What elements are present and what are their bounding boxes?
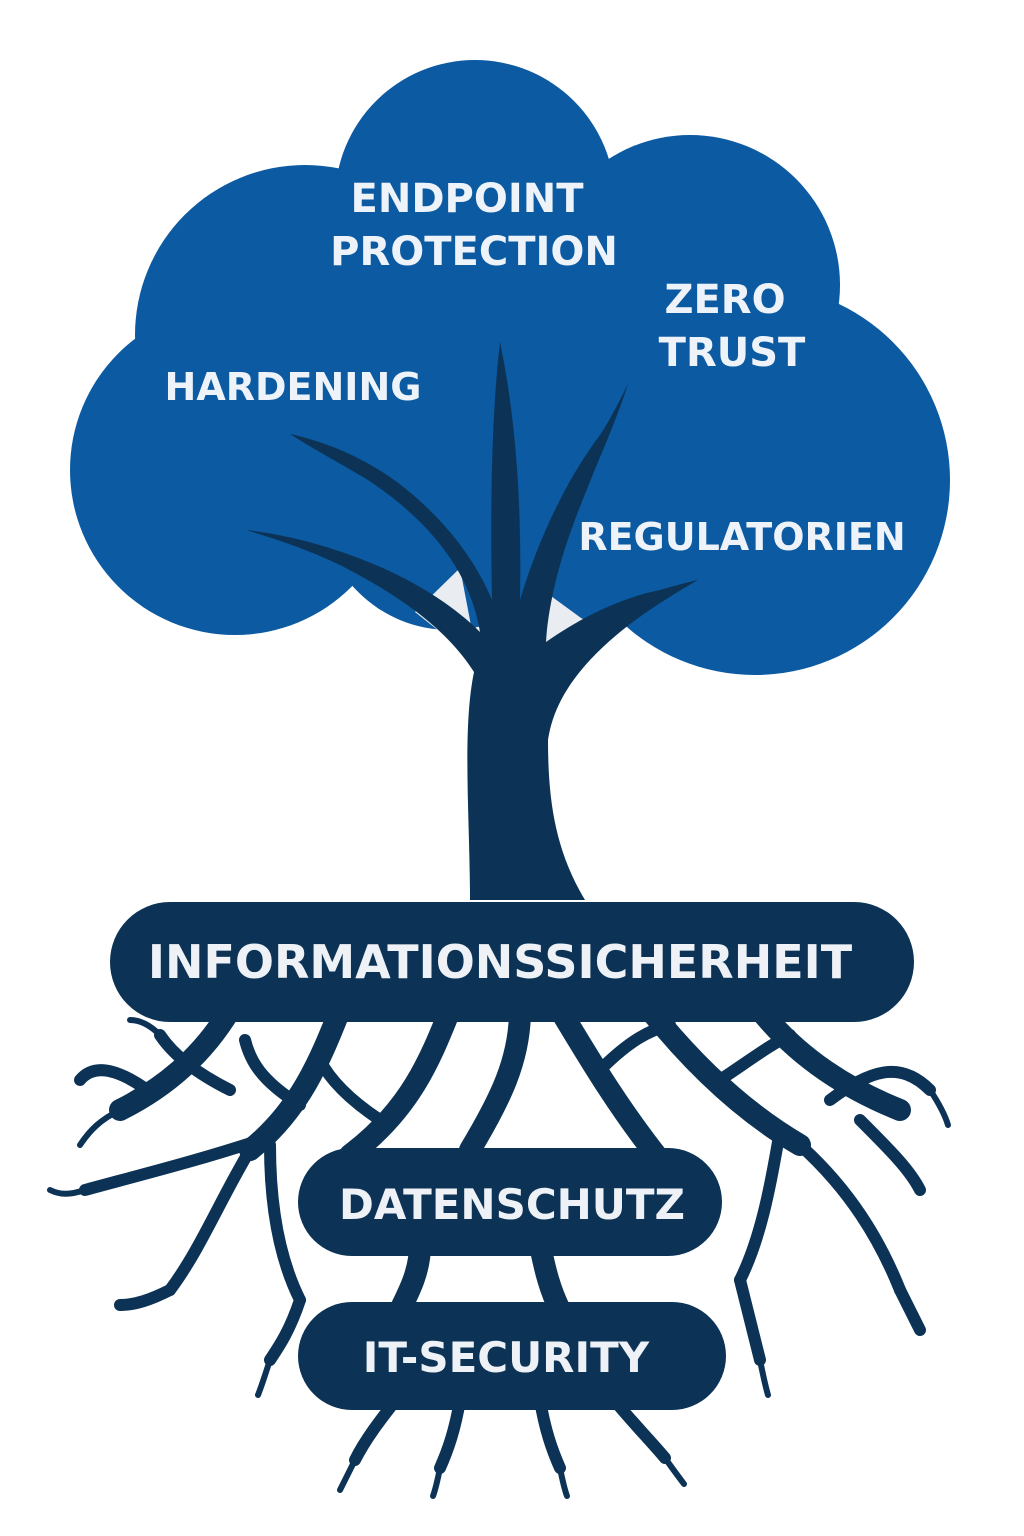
canopy-label-regulatorien-line-1: REGULATORIEN bbox=[578, 515, 905, 559]
canopy-label-regulatorien: REGULATORIEN bbox=[578, 515, 905, 559]
canopy-label-zero-trust-line-2: TRUST bbox=[659, 330, 806, 376]
main-root-label: INFORMATIONSSICHERHEIT bbox=[148, 935, 853, 989]
canopy-label-endpoint-line-1: ENDPOINT bbox=[351, 176, 585, 222]
sub-root-label-it-security: IT-SECURITY bbox=[363, 1333, 650, 1382]
canopy-label-zero-trust-line-1: ZERO bbox=[664, 277, 785, 323]
sub-root-label-datenschutz: DATENSCHUTZ bbox=[339, 1180, 685, 1229]
canopy-label-zero-trust: ZERO TRUST bbox=[659, 277, 806, 376]
canopy-label-hardening-line-1: HARDENING bbox=[165, 365, 422, 409]
main-root-pill bbox=[110, 902, 914, 1022]
canopy-label-endpoint-line-2: PROTECTION bbox=[330, 229, 618, 275]
tree-trunk bbox=[246, 342, 698, 900]
canopy-label-endpoint-protection: ENDPOINT PROTECTION bbox=[330, 176, 618, 275]
sub-root-pill-1 bbox=[298, 1148, 722, 1256]
sub-root-pill-2 bbox=[298, 1302, 726, 1410]
canopy-label-hardening: HARDENING bbox=[165, 365, 422, 409]
root-pills bbox=[110, 902, 914, 1410]
